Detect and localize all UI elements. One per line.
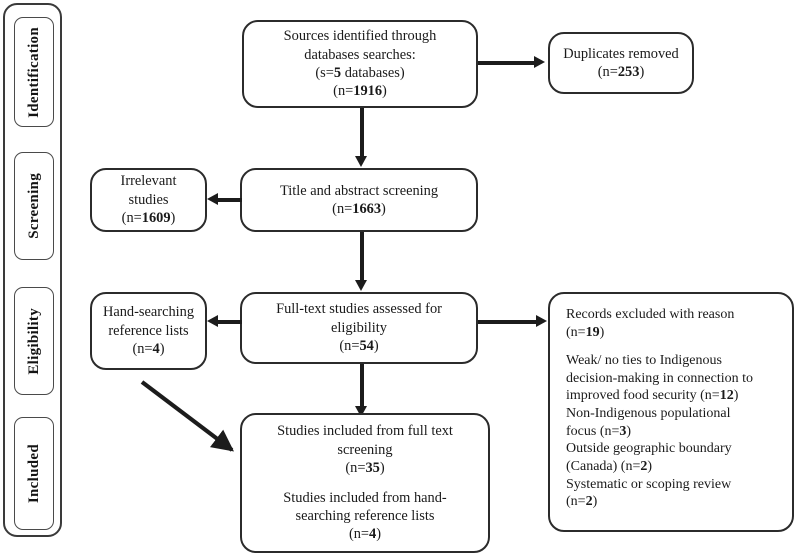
excluded-reason-1-line-2: decision-making in connection to <box>566 370 754 386</box>
fulltext-count: (n=54) <box>339 338 379 355</box>
irrelevant-line-1: Irrelevant <box>120 173 177 190</box>
sources-record-count: (n=1916) <box>333 83 387 100</box>
arrowhead-fulltext-to-included <box>355 406 367 417</box>
included-line-4: Studies included from hand- <box>283 489 447 506</box>
excluded-spacer <box>566 341 782 352</box>
excluded-heading: Records excluded with reason <box>566 307 735 322</box>
stage-label-eligibility: Eligibility <box>25 307 42 375</box>
sources-databases-count: (s=5 databases) <box>315 65 405 81</box>
connector-fulltext-to-excluded <box>478 320 538 324</box>
stage-rail: Identification Screening Eligibility Inc… <box>3 3 62 537</box>
arrowhead-screening-to-fulltext <box>355 280 367 291</box>
duplicates-line-1: Duplicates removed <box>563 45 679 62</box>
stage-box-included: Included <box>14 417 54 530</box>
connector-sources-to-duplicates <box>478 61 536 65</box>
excluded-reason-2-line-1: Non-Indigenous populational <box>566 406 731 422</box>
connector-handsearch-to-included <box>140 380 235 452</box>
node-studies-included: Studies included from full text screenin… <box>240 413 490 553</box>
fulltext-line-2: eligibility <box>331 319 387 336</box>
stage-label-screening: Screening <box>25 173 42 239</box>
fulltext-line-1: Full-text studies assessed for <box>276 301 442 318</box>
included-fulltext-count: (n=35) <box>345 459 385 476</box>
included-line-2: screening <box>337 441 393 458</box>
excluded-reason-4-line-1: Systematic or scoping review <box>566 476 732 492</box>
connector-screening-to-fulltext <box>360 232 364 282</box>
node-irrelevant-studies: Irrelevant studies (n=1609) <box>90 168 207 232</box>
included-line-1: Studies included from full text <box>277 423 453 440</box>
connector-fulltext-to-handsearch <box>218 320 242 324</box>
irrelevant-line-2: studies <box>128 191 169 208</box>
excluded-reason-3-count: (Canada) (n=2) <box>566 458 653 474</box>
excluded-total-count: (n=19) <box>566 324 605 340</box>
connector-fulltext-to-included <box>360 364 364 408</box>
title-abstract-line-1: Title and abstract screening <box>279 182 439 199</box>
excluded-reason-1-line-1: Weak/ no ties to Indigenous <box>566 353 722 369</box>
arrowhead-sources-to-duplicates <box>534 56 545 68</box>
stage-box-identification: Identification <box>14 17 54 127</box>
stage-label-included: Included <box>25 443 42 504</box>
included-line-5: searching reference lists <box>295 508 435 525</box>
arrowhead-fulltext-to-excluded <box>536 315 547 327</box>
connector-screening-to-irrelevant <box>218 198 242 202</box>
arrowhead-fulltext-to-handsearch <box>207 315 218 327</box>
node-title-abstract-screening: Title and abstract screening (n=1663) <box>240 168 478 232</box>
node-hand-searching: Hand-searching reference lists (n=4) <box>90 292 207 370</box>
title-abstract-count: (n=1663) <box>332 201 386 217</box>
connector-sources-to-screening <box>360 108 364 158</box>
sources-line-2: databases searches: <box>304 46 416 63</box>
irrelevant-count: (n=1609) <box>121 210 176 227</box>
arrowhead-screening-to-irrelevant <box>207 193 218 205</box>
included-spacer <box>250 477 480 488</box>
arrowhead-sources-to-screening <box>355 156 367 167</box>
duplicates-count: (n=253) <box>597 64 645 80</box>
sources-line-1: Sources identified through <box>283 28 437 45</box>
handsearch-line-2: reference lists <box>108 322 189 339</box>
stage-label-identification: Identification <box>25 26 42 118</box>
handsearch-line-1: Hand-searching <box>102 304 195 321</box>
excluded-reason-3-line-1: Outside geographic boundary <box>566 441 732 457</box>
node-duplicates-removed: Duplicates removed (n=253) <box>548 32 694 94</box>
excluded-reason-1-count: improved food security (n=12) <box>566 388 739 404</box>
handsearch-count: (n=4) <box>132 341 165 358</box>
included-handsearch-count: (n=4) <box>348 526 382 543</box>
stage-box-eligibility: Eligibility <box>14 287 54 395</box>
node-sources-identified: Sources identified through databases sea… <box>242 20 478 108</box>
excluded-reason-4-count: (n=2) <box>566 494 598 510</box>
node-fulltext-assessed: Full-text studies assessed for eligibili… <box>240 292 478 364</box>
node-records-excluded: Records excluded with reason (n=19) Weak… <box>548 292 794 532</box>
excluded-reason-2-count: focus (n=3) <box>566 423 632 439</box>
stage-box-screening: Screening <box>14 152 54 260</box>
